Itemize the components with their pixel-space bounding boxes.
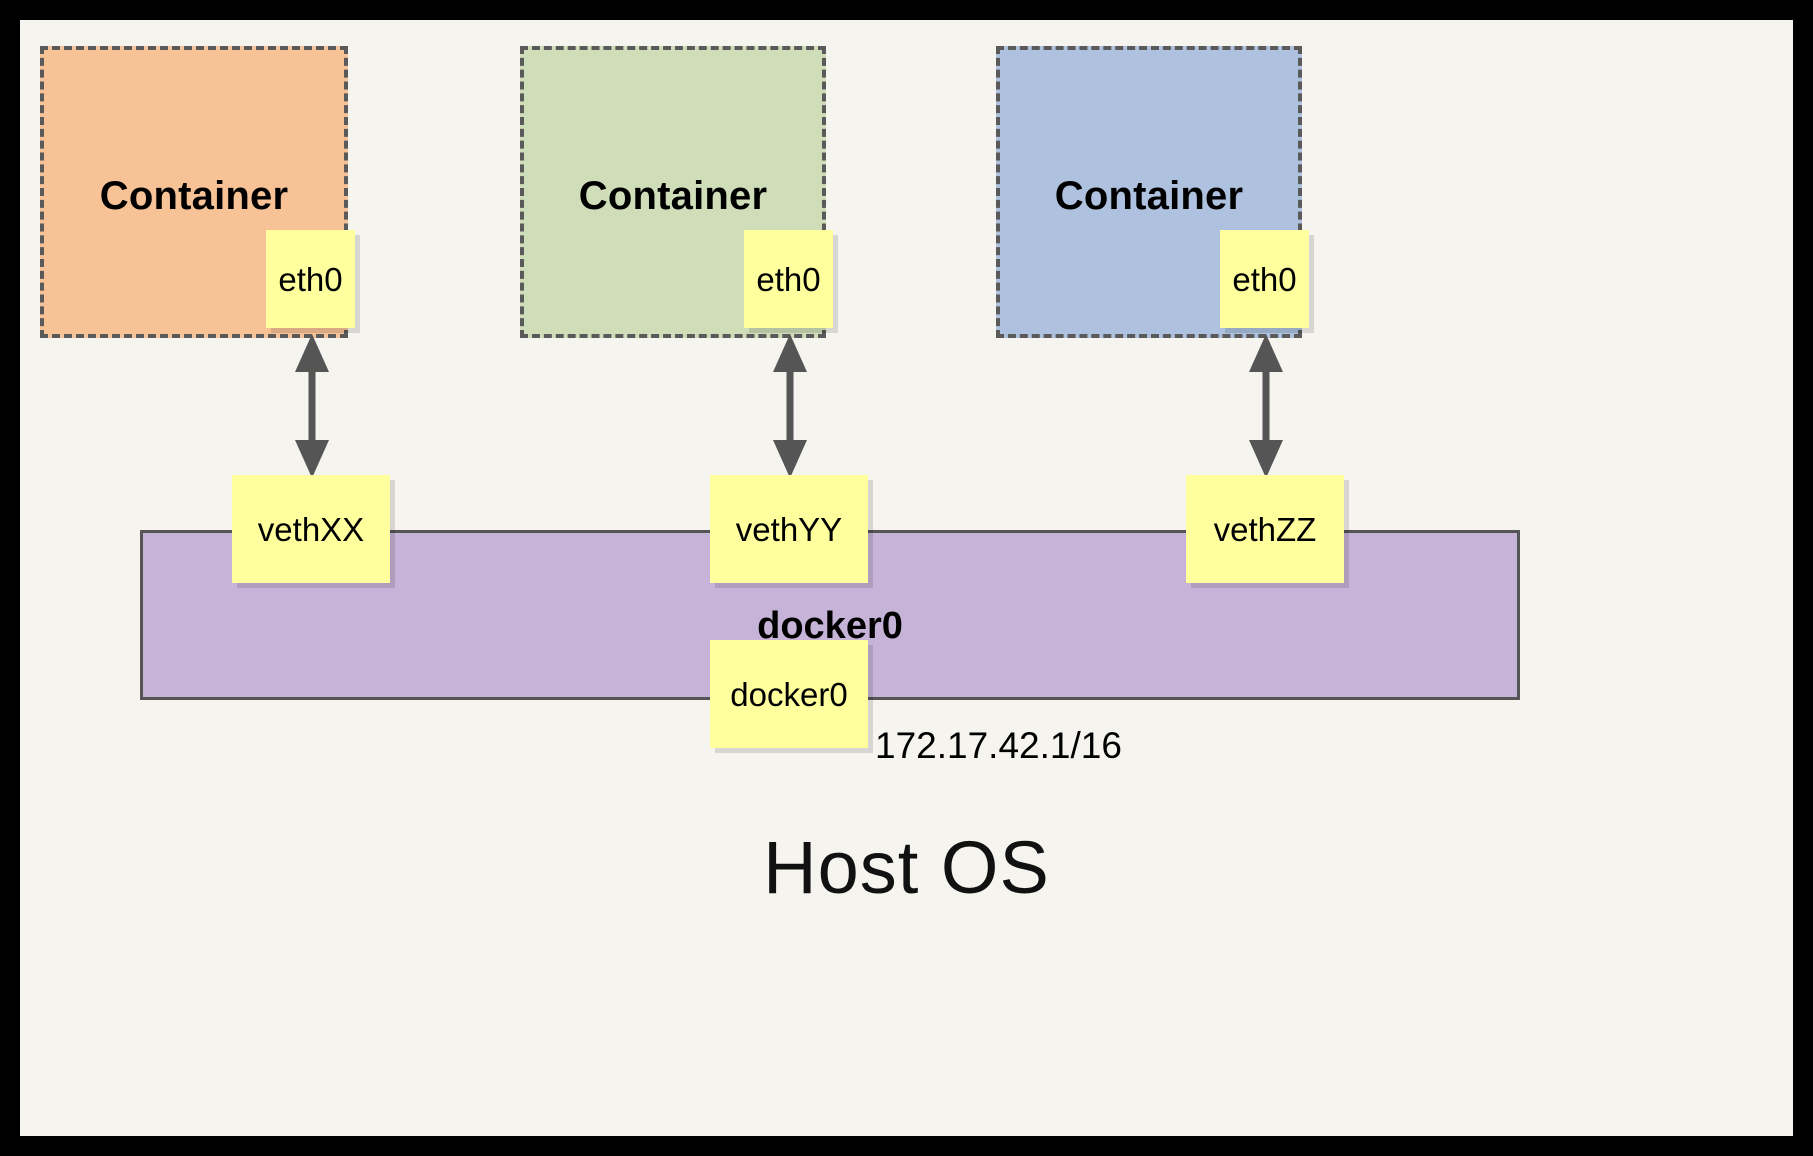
docker0-interface-chip[interactable]: docker0 <box>710 640 868 748</box>
veth-label-2: vethYY <box>735 510 843 548</box>
container-title-3: Container <box>1054 174 1244 218</box>
veth-chip-2[interactable]: vethYY <box>710 475 868 583</box>
veth-link-arrow-1 <box>295 334 329 478</box>
container-eth0-chip-3[interactable]: eth0 <box>1220 230 1309 328</box>
container-eth0-chip-1[interactable]: eth0 <box>266 230 355 328</box>
container-eth0-label-2: eth0 <box>756 260 821 298</box>
container-title-1: Container <box>99 174 289 218</box>
docker0-ip-label: 172.17.42.1/16 <box>875 725 1122 766</box>
veth-label-1: vethXX <box>257 510 365 548</box>
container-eth0-label-1: eth0 <box>278 260 343 298</box>
container-eth0-label-3: eth0 <box>1232 260 1297 298</box>
host-os-canvas: Container eth0 Container eth0 Container … <box>20 20 1793 1136</box>
veth-link-arrow-2 <box>773 334 807 478</box>
container-title-2: Container <box>578 174 768 218</box>
container-box-1[interactable]: Container <box>40 46 348 338</box>
veth-link-arrow-3 <box>1249 334 1283 478</box>
veth-chip-3[interactable]: vethZZ <box>1186 475 1344 583</box>
veth-chip-1[interactable]: vethXX <box>232 475 390 583</box>
container-eth0-chip-2[interactable]: eth0 <box>744 230 833 328</box>
host-os-label: Host OS <box>763 826 1050 909</box>
veth-label-3: vethZZ <box>1213 510 1317 548</box>
docker0-interface-label: docker0 <box>730 675 848 713</box>
